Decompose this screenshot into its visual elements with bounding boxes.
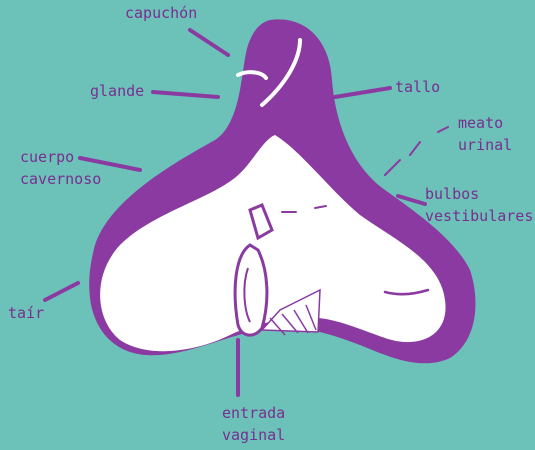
label-cuerpo: cuerpo cavernoso (20, 146, 101, 190)
label-bulbos-line1: bulbos (425, 183, 533, 205)
label-glande: glande (90, 80, 144, 102)
label-bulbos-line2: vestibulares (425, 205, 533, 227)
label-entrada-line1: entrada (222, 402, 285, 424)
label-tallo: tallo (395, 76, 440, 98)
label-tair: taír (8, 302, 44, 324)
label-bulbos: bulbos vestibulares (425, 183, 533, 227)
label-meato-line2: urinal (458, 134, 512, 156)
glande-pointer (153, 92, 218, 97)
tair-pointer (45, 283, 78, 300)
tallo-pointer (335, 88, 390, 97)
meato-pointer (385, 127, 448, 175)
label-meato: meato urinal (458, 112, 512, 156)
label-entrada-line2: vaginal (222, 424, 285, 446)
label-meato-line1: meato (458, 112, 512, 134)
label-cuerpo-line2: cavernoso (20, 168, 101, 190)
label-capuchon: capuchón (125, 2, 197, 24)
capuchon-pointer (190, 30, 228, 55)
label-entrada: entrada vaginal (222, 402, 285, 446)
entrada-vaginal-shape (235, 245, 267, 335)
label-cuerpo-line1: cuerpo (20, 146, 101, 168)
